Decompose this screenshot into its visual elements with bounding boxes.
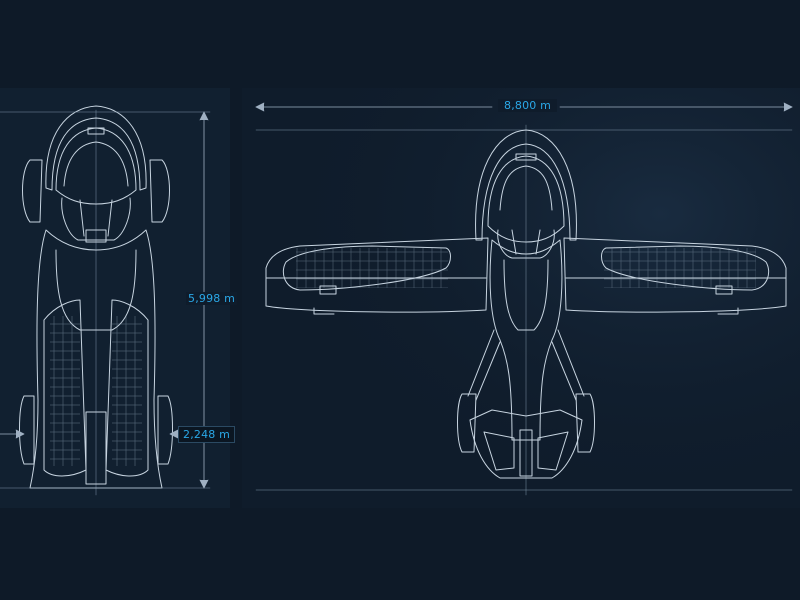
wing-grid-right [112,316,142,466]
tail [469,409,583,479]
right-wing [563,237,787,313]
left-wing-grid [296,248,448,288]
left-wing [265,237,489,313]
right-wing-grid [604,248,756,288]
length-label: 5,998 m [186,292,238,305]
track-label: 2,248 m [178,426,236,443]
car-top-view [19,105,173,496]
wing-grid-left [50,316,80,466]
track-dimension [0,429,179,439]
panel-sheen [242,88,800,508]
aircraft-top-view [265,124,787,496]
width-dimension [255,102,793,491]
width-label: 8,800 m [498,99,558,112]
